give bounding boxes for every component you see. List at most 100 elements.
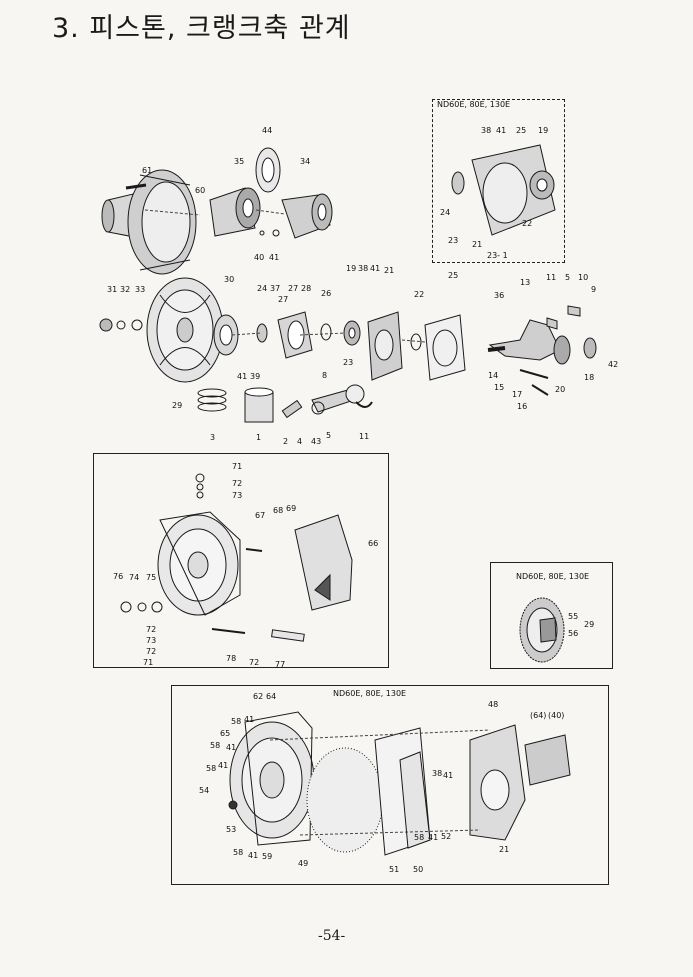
label-bottom-box: 41 [244,715,255,724]
label-bottom-box: 52 [441,832,452,841]
label-bottom-box: 38 [432,769,443,778]
part-sleeve-35 [209,187,261,237]
label-main: 27 [278,295,289,304]
label-bottom-box: 41 [226,743,237,752]
label-main: 5 [326,431,332,440]
part-case-21 [367,311,403,381]
label-bottom-box: 49 [298,859,309,868]
inset-gear-art [519,597,565,663]
label-main: 21 [384,266,395,275]
part-nut-31 [99,318,113,332]
label-main: 60 [195,186,206,195]
label-mid-box: 72 [249,658,260,667]
label-mid-box: 71 [232,462,243,471]
label-main: 1 [256,433,262,442]
label-main: 28 [301,284,312,293]
label-main: 17 [512,390,523,399]
label-main: 15 [494,383,505,392]
label-main: 43 [311,437,322,446]
part-conrod-8 [311,384,365,415]
label-main: 38 [358,264,369,273]
label-main: 33 [135,285,146,294]
label-top-box: 22 [522,219,533,228]
label-right-box: 56 [568,629,579,638]
label-mid-box: 67 [255,511,266,520]
label-main: 30 [224,275,235,284]
part-housing-34 [281,193,333,239]
label-mid-box: 72 [232,479,243,488]
label-main: 22 [414,290,425,299]
part-piston-1 [244,387,274,423]
label-mid-box: 74 [129,573,140,582]
inset-header-top-right: ND60E, 80E, 130E [437,100,511,109]
label-main: 20 [555,385,566,394]
label-main: 29 [172,401,183,410]
label-main: 31 [107,285,118,294]
label-bottom-box: 50 [413,865,424,874]
label-main: 3 [210,433,216,442]
label-bottom-box: (64) [530,711,547,720]
label-main: 32 [120,285,131,294]
label-main: 34 [300,157,311,166]
label-mid-box: 68 [273,506,284,515]
inset-bottom-art [228,711,571,856]
label-main: 41 [237,372,248,381]
label-mid-box: 77 [275,660,286,669]
label-main: 25 [448,271,459,280]
label-main: 11 [546,273,557,282]
inset-box-middle [93,453,389,668]
inset-header-right-mid: ND60E, 80E, 130E [516,572,590,581]
label-mid-box: 73 [232,491,243,500]
label-bottom-box: 53 [226,825,237,834]
label-bottom-box: 65 [220,729,231,738]
label-mid-box: 69 [286,504,297,513]
part-gear-18 [583,337,597,359]
label-right-box: 55 [568,612,579,621]
label-main: 40 [254,253,265,262]
label-top-box: 38 [481,126,492,135]
label-main: 44 [262,126,273,135]
label-top-box: 24 [440,208,451,217]
part-pulley-29 [146,277,224,383]
label-bottom-box: 51 [389,865,400,874]
page-title: 3. 피스톤, 크랭크축 관계 [52,13,351,44]
label-mid-box: 66 [368,539,379,548]
label-bottom-box: 41 [248,851,259,860]
label-main: 8 [322,371,328,380]
label-top-box: 23- 1 [487,251,508,260]
inset-box-top-right [432,99,565,263]
label-top-box: 23 [448,236,459,245]
label-main: 36 [494,291,505,300]
inset-header-bottom: ND60E, 80E, 130E [333,689,407,698]
inset-mid-art [120,473,353,642]
label-main: 19 [346,264,357,273]
label-bottom-box: 59 [262,852,273,861]
label-top-box: 25 [516,126,527,135]
part-rings-3 [197,388,227,412]
part-shaft-60 [101,169,197,275]
label-bottom-box: 58 [206,764,217,773]
label-main: 11 [359,432,370,441]
label-main: 39 [250,372,261,381]
label-bottom-box: 58 [414,833,425,842]
inset-box-right-mid [490,562,613,669]
label-main: 16 [517,402,528,411]
label-mid-box: 78 [226,654,237,663]
label-bottom-box: 21 [499,845,510,854]
label-main: 37 [270,284,281,293]
label-main: 41 [370,264,381,273]
label-main: 14 [488,371,499,380]
label-bottom-box: 41 [428,833,439,842]
label-main: 9 [591,285,597,294]
label-bottom-box: 58 [233,848,244,857]
label-main: 4 [297,437,303,446]
label-main: 41 [269,253,280,262]
label-main: 5 [565,273,571,282]
label-bottom-box: 54 [199,786,210,795]
label-bottom-box: 64 [266,692,277,701]
label-bottom-box: 58 [231,717,242,726]
label-main: 13 [520,278,531,287]
label-top-box: 21 [472,240,483,249]
label-bottom-box: 58 [210,741,221,750]
